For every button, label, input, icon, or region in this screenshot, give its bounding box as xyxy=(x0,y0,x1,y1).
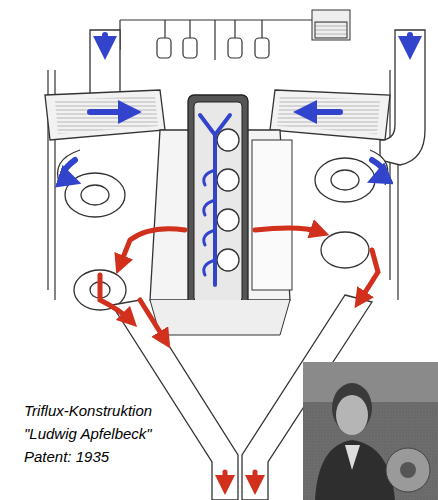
illustration-part xyxy=(157,38,171,58)
illustration-part xyxy=(81,185,109,205)
illustration-part xyxy=(217,249,239,271)
caption-text: Triflux-Konstruktion xyxy=(22,402,154,420)
illustration-part xyxy=(90,30,120,100)
illustration-part xyxy=(331,170,359,190)
illustration-part xyxy=(217,209,239,231)
illustration-part xyxy=(194,102,242,302)
illustration-part xyxy=(90,109,130,115)
illustration-part xyxy=(400,462,416,478)
caption-text: "Ludwig Apfelbeck" xyxy=(22,425,154,443)
illustration-part xyxy=(315,158,375,202)
illustration-part xyxy=(270,90,390,140)
illustration-part xyxy=(315,22,347,38)
illustration-part xyxy=(315,440,395,500)
illustration-part xyxy=(100,275,130,320)
cylinders xyxy=(217,129,239,271)
illustration-part xyxy=(228,38,242,58)
illustration-part xyxy=(407,35,413,48)
illustration-part xyxy=(345,445,360,470)
illustration-part xyxy=(303,362,438,402)
illustration-part xyxy=(183,38,197,58)
illustration-part xyxy=(217,169,239,191)
illustration-part xyxy=(150,300,290,335)
illustration-part xyxy=(372,160,384,178)
illustration-part xyxy=(120,20,330,60)
illustration-part xyxy=(64,160,75,180)
illustration-part xyxy=(65,173,125,217)
portrait-photo xyxy=(303,362,438,500)
illustration-part xyxy=(204,170,215,275)
illustration-part xyxy=(140,300,165,340)
intake-arrows xyxy=(64,35,410,285)
wastegate-valves xyxy=(157,38,269,58)
illustration-part xyxy=(312,10,350,40)
caption-text: Patent: 1935 xyxy=(22,448,111,466)
illustration-part xyxy=(305,109,340,115)
illustration-part xyxy=(55,96,158,134)
illustration-part xyxy=(188,95,248,310)
illustration-part xyxy=(223,472,228,485)
illustration-part xyxy=(120,20,330,50)
illustration-part xyxy=(200,115,230,285)
illustration-part xyxy=(102,35,108,48)
illustration-part xyxy=(45,90,165,140)
turbochargers xyxy=(58,150,388,310)
illustration-part xyxy=(321,232,369,268)
illustration-part xyxy=(255,38,269,58)
illustration-part xyxy=(252,140,292,290)
illustration-part xyxy=(112,300,238,500)
illustration-part xyxy=(386,448,430,492)
illustration-part xyxy=(253,472,258,485)
illustration-part xyxy=(58,150,388,185)
illustration-part xyxy=(303,362,438,500)
illustration-part xyxy=(277,96,380,134)
illustration-part xyxy=(120,229,185,265)
engine-block xyxy=(150,95,292,335)
illustration-part xyxy=(360,250,378,300)
illustration-part xyxy=(336,395,368,435)
control-unit xyxy=(312,10,350,40)
illustration-part xyxy=(217,129,239,151)
illustration-part xyxy=(255,228,320,232)
